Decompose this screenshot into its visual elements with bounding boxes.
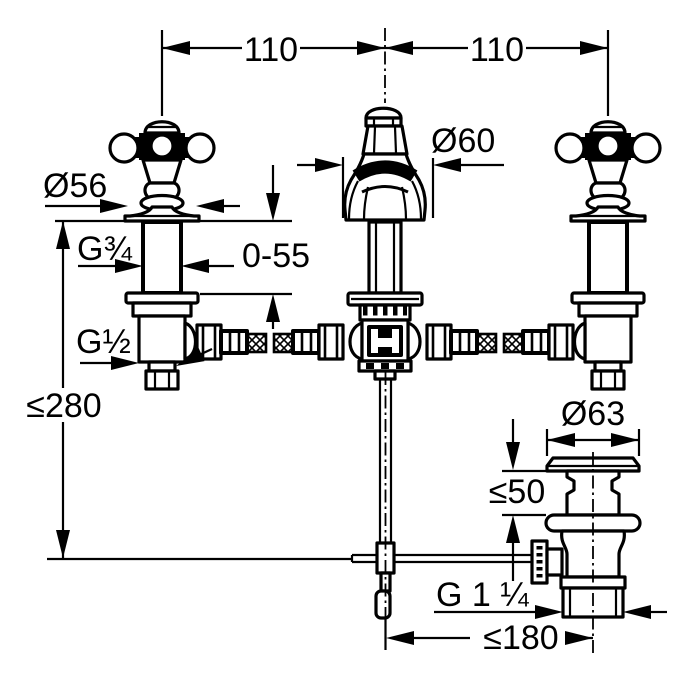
left-valve-assembly [124,220,200,391]
label-handle-diameter: Ø56 [43,167,107,205]
popup-rod [374,372,396,654]
label-deck-thickness: 0-55 [242,237,310,275]
label-hole-spacing-left: 110 [244,31,298,69]
left-handle [108,120,216,223]
right-supply-hose [406,321,587,361]
dim-hole-spacing: 110 110 [160,28,610,116]
spout-mouth [352,160,418,182]
dim-waste-deck-thickness: ≤50 [489,419,547,581]
dim-shank-thread: G¾ [77,230,234,273]
label-hole-spacing-right: 110 [470,31,524,69]
label-shank-thread: G¾ [77,230,132,268]
waste-assembly [530,452,642,657]
dim-overall-depth: ≤280 [22,221,106,558]
dim-handle-diameter: Ø56 [43,167,240,213]
dim-supply-thread: G½ [76,323,213,370]
dim-waste-flange-diameter: Ø63 [545,395,641,456]
dim-deck-thickness: 0-55 [200,165,310,329]
dim-waste-thread: G 1 ¼ [434,576,667,619]
label-supply-thread: G½ [76,323,131,361]
label-waste-flange-diameter: Ø63 [561,395,625,433]
label-waste-deck-thickness: ≤50 [489,473,545,511]
label-spout-diameter: Ø60 [431,122,495,160]
label-overall-depth: ≤280 [26,387,101,425]
spout [343,106,427,222]
label-waste-thread: G 1 ¼ [436,576,529,614]
label-rod-offset: ≤180 [483,619,558,657]
dim-spout-diameter: Ø60 [297,122,504,218]
dim-rod-offset: ≤180 [386,619,593,657]
